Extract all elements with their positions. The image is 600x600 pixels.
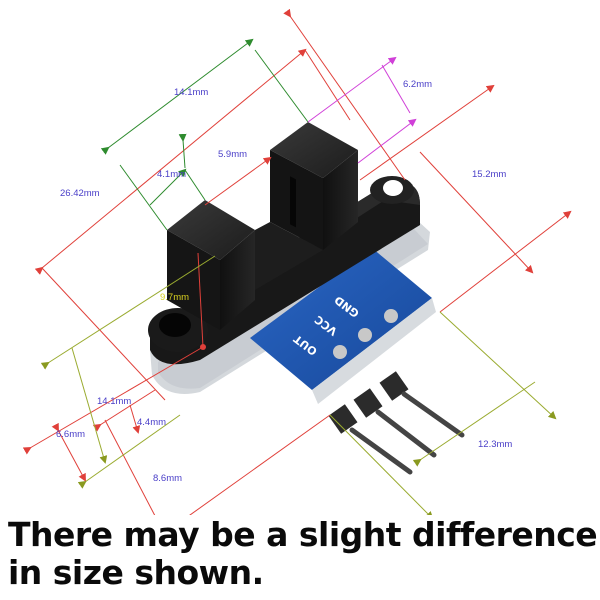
label-height: 15.2mm — [472, 169, 506, 180]
pad-out — [333, 345, 347, 359]
tower-right-side — [323, 150, 358, 250]
size-disclaimer-caption: There may be a slight difference in size… — [8, 516, 600, 592]
caption-line-1: There may be a slight difference — [8, 515, 598, 554]
label-total-length: 26.42mm — [60, 188, 100, 199]
label-mount-offset: 9.7mm — [160, 292, 189, 303]
pcb-tab-edge — [312, 298, 436, 404]
label-flange-height: 6.6mm — [56, 429, 85, 440]
mount-hole-left — [159, 313, 191, 337]
label-overall-span: 14.1mm — [174, 87, 208, 98]
pin-gnd — [401, 391, 465, 438]
pcb-board — [250, 248, 432, 390]
mount-hole-right — [383, 180, 403, 196]
label-tower-width: 4.1mm — [157, 169, 186, 180]
pin-vcc — [375, 409, 437, 458]
label-slot-pitch: 5.9mm — [218, 149, 247, 160]
label-tower-depth: 6.2mm — [403, 79, 432, 90]
label-pin-length: 12.3mm — [478, 439, 512, 450]
sensor-slot — [290, 176, 296, 228]
sensor-dimension-diagram: OUT VCC GND — [22, 8, 572, 515]
pad-vcc — [358, 328, 372, 342]
label-pcb-offset: 8.6mm — [153, 473, 182, 484]
header-pins — [328, 371, 465, 475]
dimension-labels: 14.1mm 6.2mm 5.9mm 4.1mm 26.42mm 15.2mm … — [56, 79, 512, 484]
pin-out — [349, 427, 413, 475]
solder-pads — [333, 309, 398, 359]
caption-line-2: in size shown. — [8, 553, 264, 592]
dimension-lines — [22, 8, 572, 515]
pad-gnd — [384, 309, 398, 323]
label-base-width: 14.1mm — [97, 396, 131, 407]
sensor-module: OUT VCC GND — [148, 122, 465, 475]
label-base-thickness: 4.4mm — [137, 417, 166, 428]
